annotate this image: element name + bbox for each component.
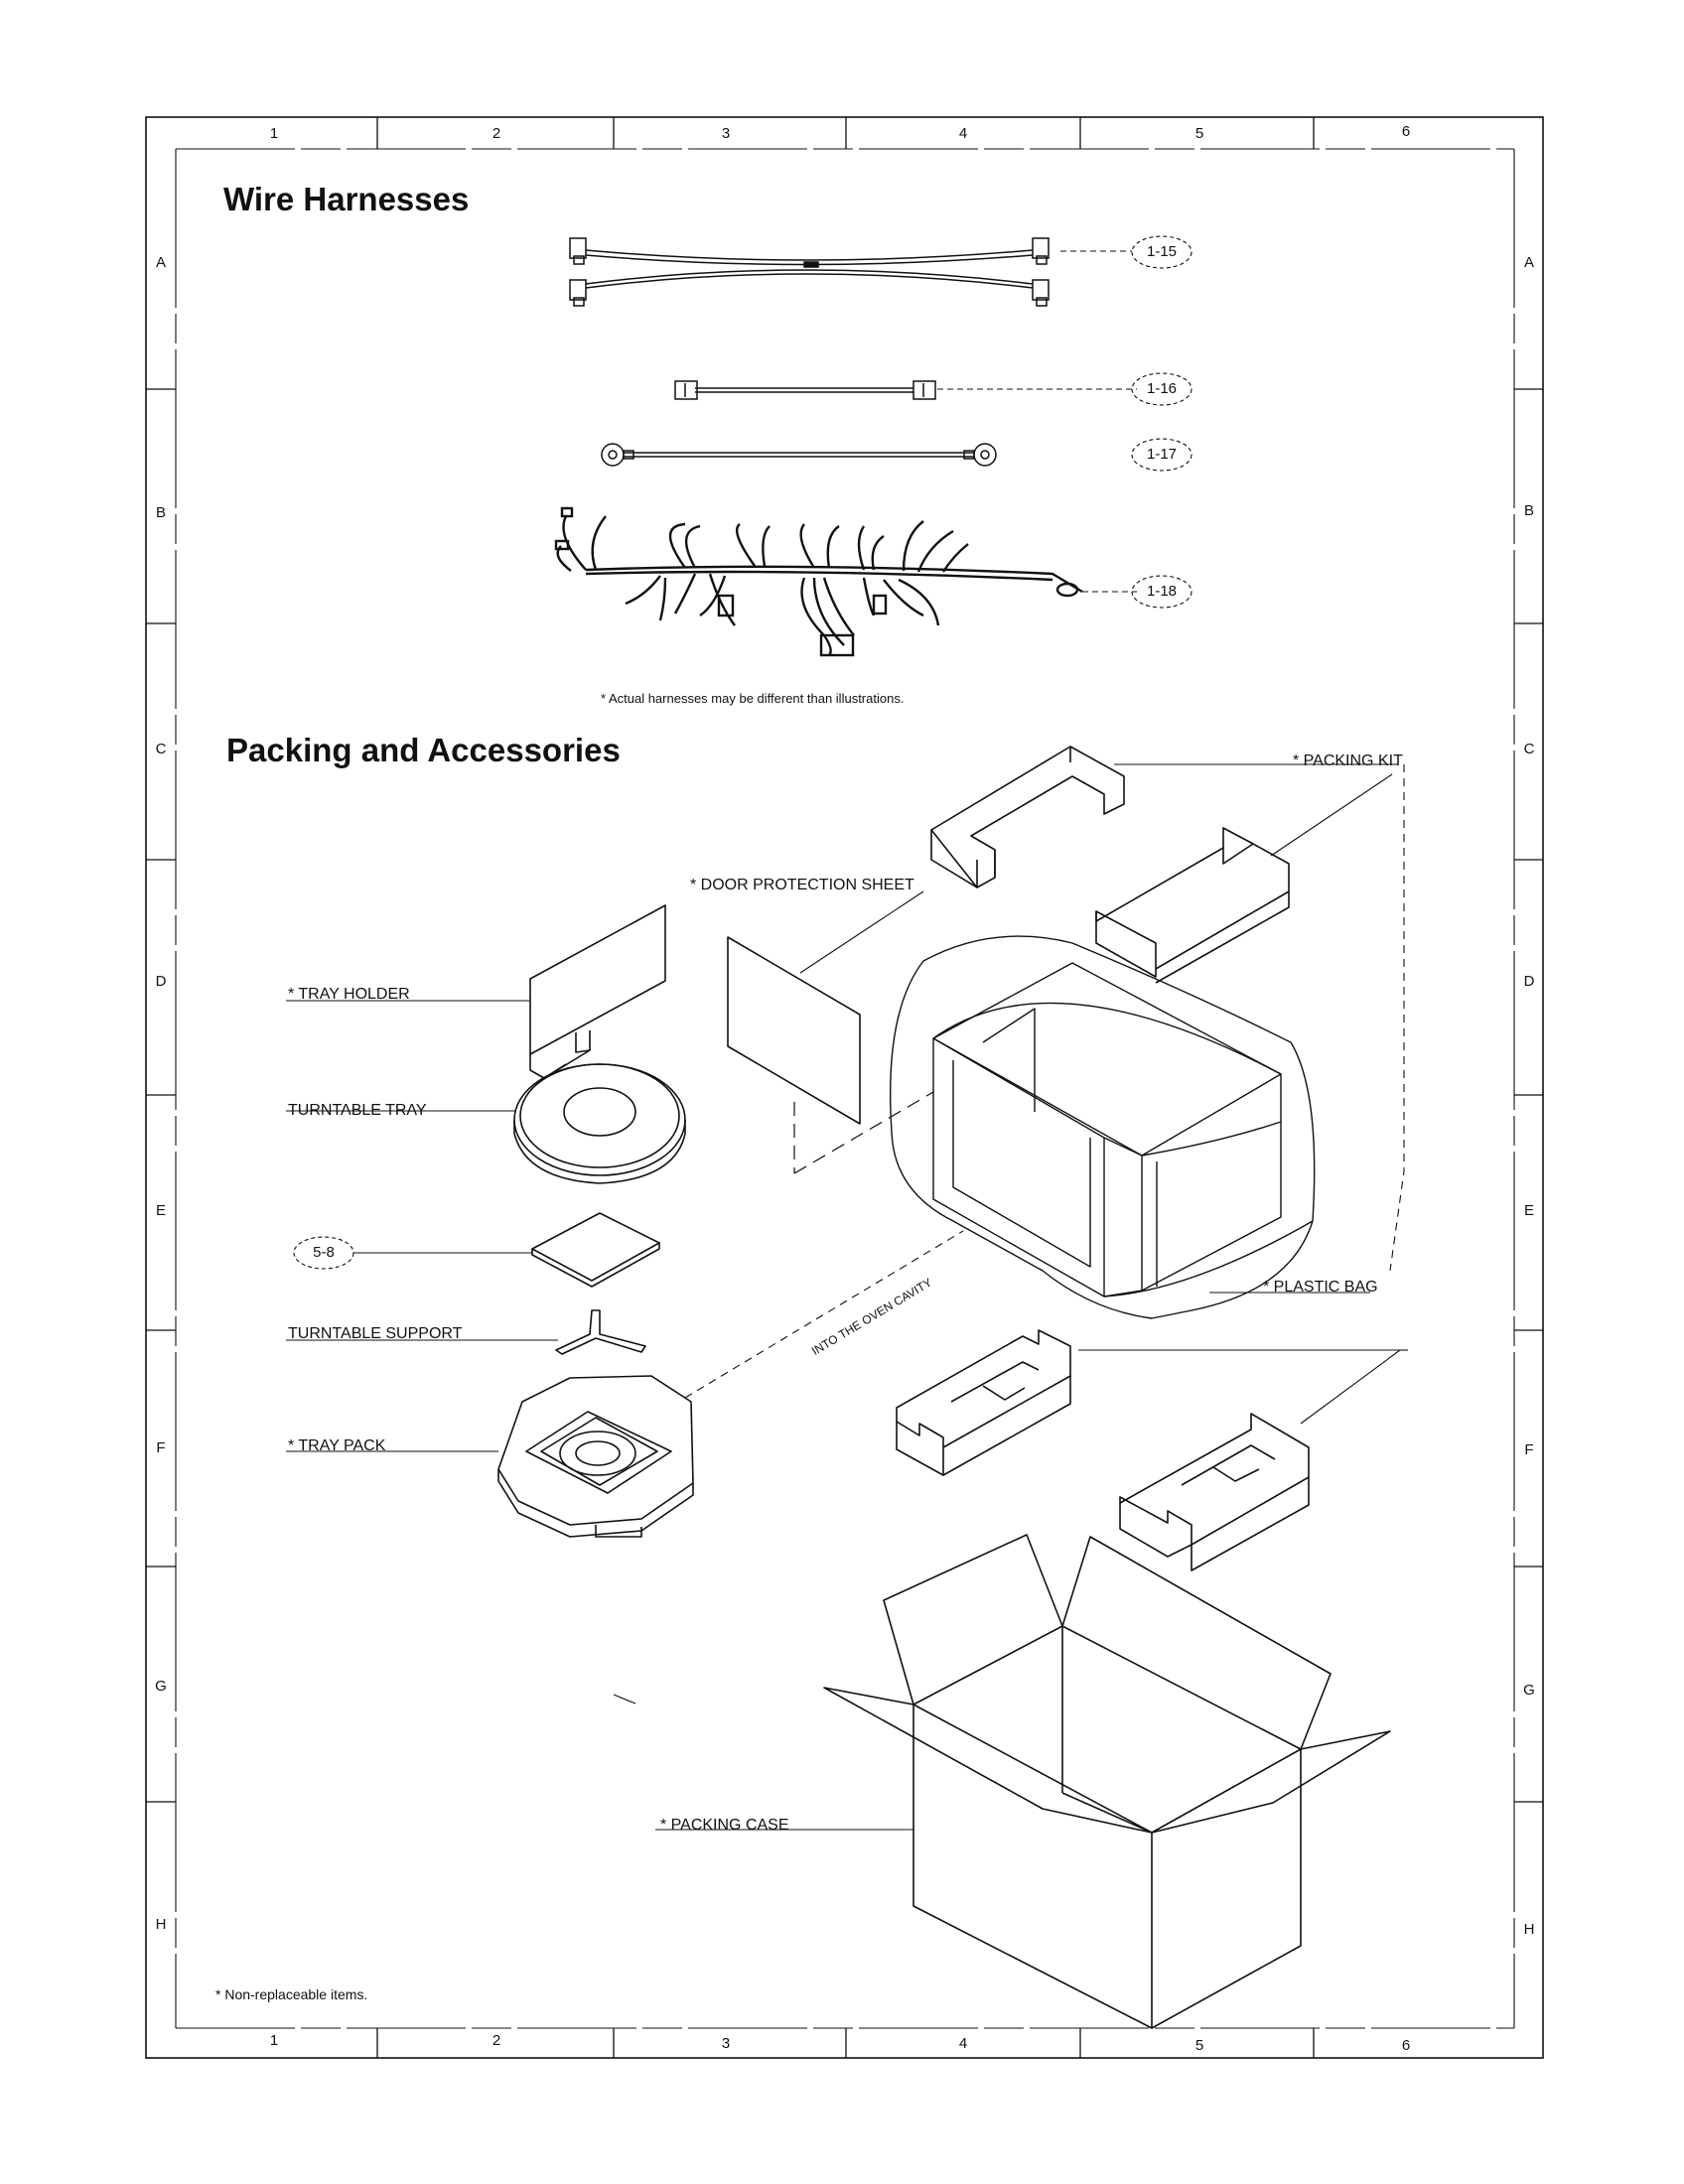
harness-1-18 <box>554 506 1083 657</box>
grid-col-4-top: 4 <box>958 125 968 142</box>
grid-col-6-top: 6 <box>1401 123 1411 140</box>
label-turntable-support: TURNTABLE SUPPORT <box>288 1325 463 1342</box>
label-tray-pack: * TRAY PACK <box>288 1437 386 1454</box>
drawing-frame <box>145 116 1544 2059</box>
label-packing-case: * PACKING CASE <box>660 1817 789 1834</box>
grid-col-3-top: 3 <box>721 125 731 142</box>
harness-1-16 <box>674 380 936 400</box>
harness-disclaimer: * Actual harnesses may be different than… <box>601 691 905 706</box>
owners-manual <box>531 1212 660 1288</box>
tray-holder <box>529 904 666 1079</box>
grid-row-h-right: H <box>1523 1921 1535 1938</box>
leader-lower-block-2 <box>1300 1349 1401 1425</box>
ref-oval-1-17 <box>1131 438 1193 472</box>
label-tray-holder: * TRAY HOLDER <box>288 986 410 1003</box>
grid-row-d-right: D <box>1523 973 1535 990</box>
label-turntable-tray: TURNTABLE TRAY <box>288 1102 427 1119</box>
ref-label-1-15: 1-15 <box>1146 243 1178 260</box>
ref-oval-1-18 <box>1131 575 1193 609</box>
grid-col-1-bottom: 1 <box>269 2032 279 2049</box>
grid-col-4-bottom: 4 <box>958 2035 968 2052</box>
grid-col-5-bottom: 5 <box>1194 2037 1204 2054</box>
turntable-support <box>555 1309 646 1355</box>
ref-oval-1-16 <box>1131 372 1193 406</box>
ref-label-1-16: 1-16 <box>1146 380 1178 397</box>
grid-row-f-left: F <box>156 1439 166 1456</box>
packing-kit-top-block <box>930 746 1125 888</box>
grid-row-b-left: B <box>155 504 166 521</box>
grid-row-a-left: A <box>155 254 166 271</box>
ref-label-1-17: 1-17 <box>1146 446 1178 463</box>
grid-col-5-top: 5 <box>1194 125 1204 142</box>
grid-row-c-right: C <box>1523 741 1535 757</box>
grid-row-b-right: B <box>1523 502 1534 519</box>
ref-oval-1-15 <box>1131 235 1193 269</box>
wire-harnesses-title: Wire Harnesses <box>223 181 470 217</box>
grid-row-c-left: C <box>155 741 167 757</box>
packing-case <box>823 1534 1391 2029</box>
harness-1-17 <box>601 443 997 467</box>
grid-col-2-bottom: 2 <box>491 2032 501 2049</box>
column-ticks <box>376 117 1315 2058</box>
grid-row-e-right: E <box>1523 1202 1534 1219</box>
into-cavity-dashed <box>684 1230 964 1399</box>
grid-col-2-top: 2 <box>491 125 501 142</box>
grid-row-e-left: E <box>155 1202 166 1219</box>
inner-frame <box>175 148 1515 2029</box>
label-packing-kit: * PACKING KIT <box>1293 752 1403 769</box>
leader-case-stroke <box>613 1694 636 1705</box>
harness-1-15 <box>569 237 1050 307</box>
grid-row-g-right: G <box>1523 1682 1535 1699</box>
ref-label-1-18: 1-18 <box>1146 583 1178 600</box>
turntable-tray <box>513 1063 686 1184</box>
grid-row-g-left: G <box>155 1678 167 1695</box>
packing-accessories-title: Packing and Accessories <box>226 732 621 768</box>
ref-label-5-8: 5-8 <box>313 1244 335 1261</box>
grid-col-6-bottom: 6 <box>1401 2037 1411 2054</box>
leader-packing-kit-2 <box>1270 773 1393 857</box>
non-replaceable-note: * Non-replaceable items. <box>215 1986 368 2002</box>
grid-row-h-left: H <box>155 1916 167 1933</box>
door-sheet-insert-path <box>793 1091 934 1174</box>
grid-row-f-right: F <box>1524 1441 1534 1458</box>
grid-row-a-right: A <box>1523 254 1534 271</box>
door-protection-sheet <box>727 936 861 1125</box>
packing-kit-second-block <box>1095 827 1290 984</box>
grid-row-d-left: D <box>155 973 167 990</box>
row-ticks <box>146 388 1543 1803</box>
grid-col-3-bottom: 3 <box>721 2035 731 2052</box>
label-plastic-bag: * PLASTIC BAG <box>1263 1279 1378 1296</box>
packing-kit-lower-block-left <box>896 1329 1071 1476</box>
leader-door-sheet <box>799 890 924 974</box>
grid-col-1-top: 1 <box>269 125 279 142</box>
microwave-plastic-bag <box>889 935 1316 1319</box>
leader-packing-kit-dashed <box>1389 764 1405 1272</box>
packing-kit-lower-block-right <box>1119 1413 1310 1571</box>
label-door-protection-sheet: * DOOR PROTECTION SHEET <box>690 877 914 893</box>
tray-pack <box>497 1375 694 1538</box>
